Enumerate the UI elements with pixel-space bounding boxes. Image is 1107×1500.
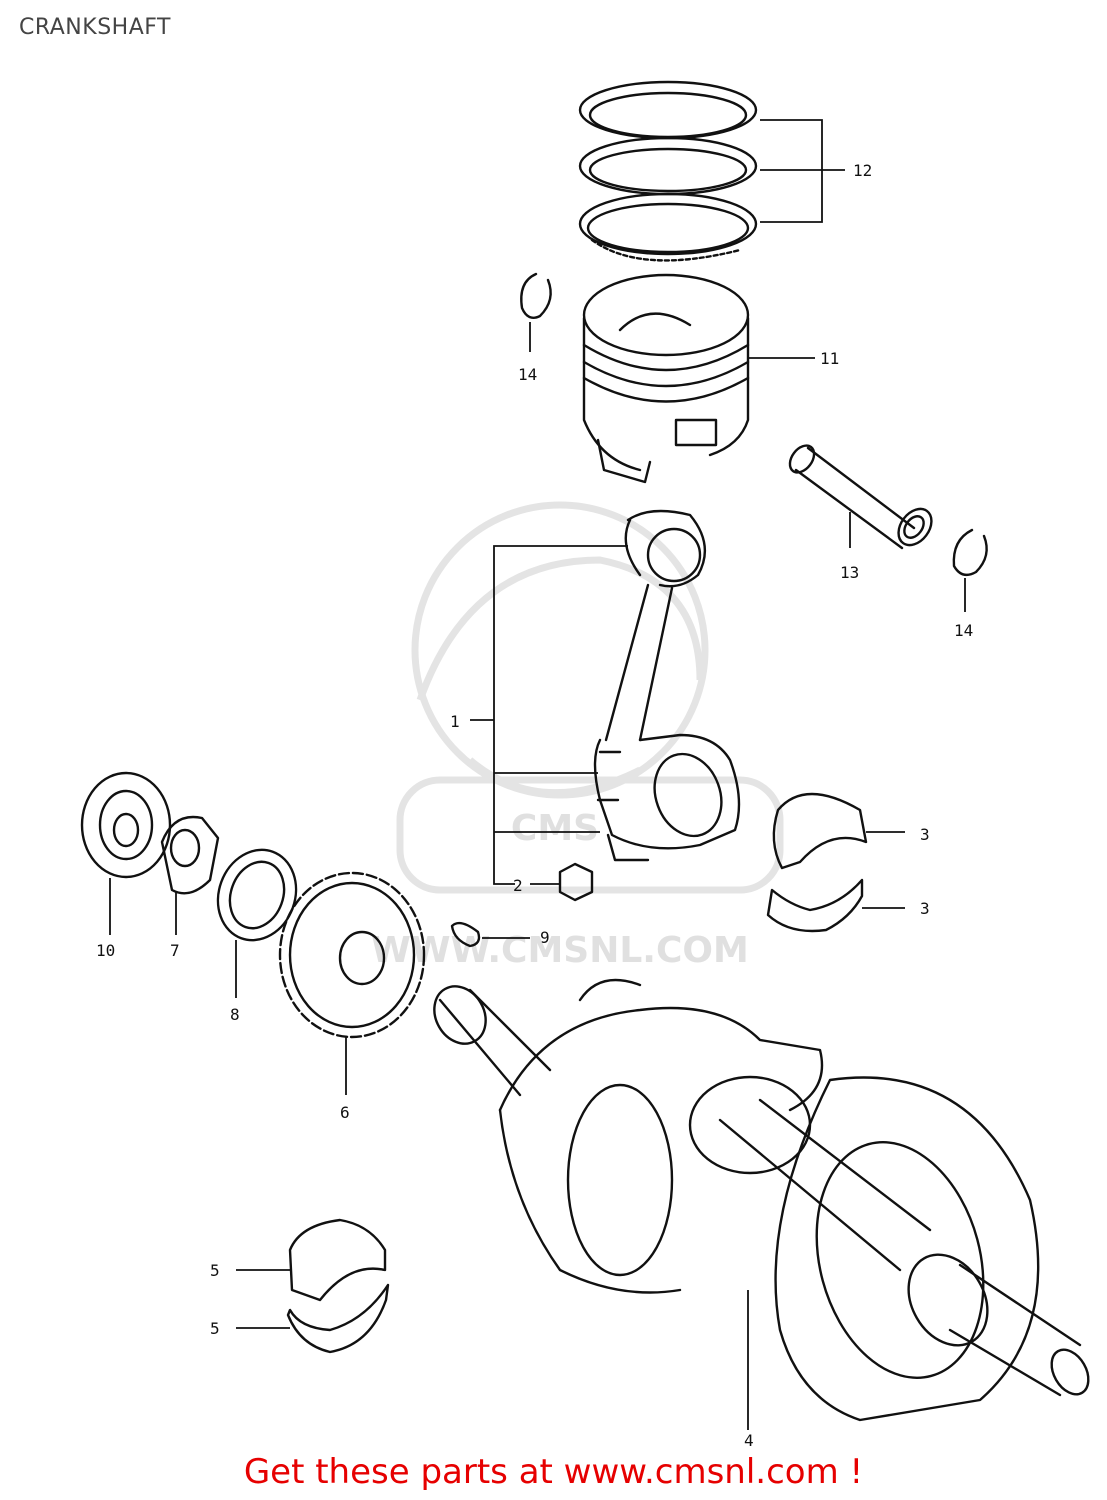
callout-8: 8 — [230, 1005, 240, 1024]
circlip-part-14-upper — [520, 272, 552, 352]
callout-7: 7 — [170, 941, 180, 960]
circlip-part-14-lower — [952, 528, 988, 612]
callout-10: 10 — [96, 941, 115, 960]
bearing-part-10 — [80, 771, 172, 935]
callout-14b: 14 — [954, 621, 973, 640]
callout-1: 1 — [450, 712, 460, 731]
page-title: CRANKSHAFT — [19, 15, 171, 40]
nut-part-2 — [530, 862, 594, 902]
callout-11: 11 — [820, 349, 839, 368]
callout-6: 6 — [340, 1103, 350, 1122]
piston-rings-part-12 — [578, 80, 845, 262]
callout-3b: 3 — [920, 899, 930, 918]
watermark-logo: CMS — [511, 808, 599, 849]
piston-pin-part-13 — [788, 444, 933, 550]
callout-5a: 5 — [210, 1261, 220, 1280]
crank-bearing-part-3 — [766, 792, 905, 933]
callout-12: 12 — [853, 161, 872, 180]
cta-banner: Get these parts at www.cmsnl.com ! — [0, 1452, 1107, 1492]
main-bearing-part-5 — [236, 1218, 390, 1354]
watermark-text: WWW.CMSNL.COM — [371, 930, 749, 971]
callout-13: 13 — [840, 563, 859, 582]
cta-link[interactable]: Get these parts at www.cmsnl.com ! — [243, 1452, 864, 1492]
callout-4: 4 — [744, 1431, 754, 1450]
nut-part-7 — [160, 815, 220, 935]
gear-part-6 — [278, 871, 426, 1095]
connecting-rod-part-1 — [470, 509, 741, 885]
callout-14a: 14 — [518, 365, 537, 384]
crankshaft-part-4 — [433, 978, 1090, 1430]
callout-9: 9 — [540, 928, 550, 947]
piston-part-11 — [582, 273, 815, 484]
callout-2: 2 — [513, 876, 523, 895]
key-part-9 — [450, 921, 530, 948]
callout-5b: 5 — [210, 1319, 220, 1338]
callout-3a: 3 — [920, 825, 930, 844]
cmsnl-watermark: CMS WWW.CMSNL.COM — [371, 501, 784, 971]
